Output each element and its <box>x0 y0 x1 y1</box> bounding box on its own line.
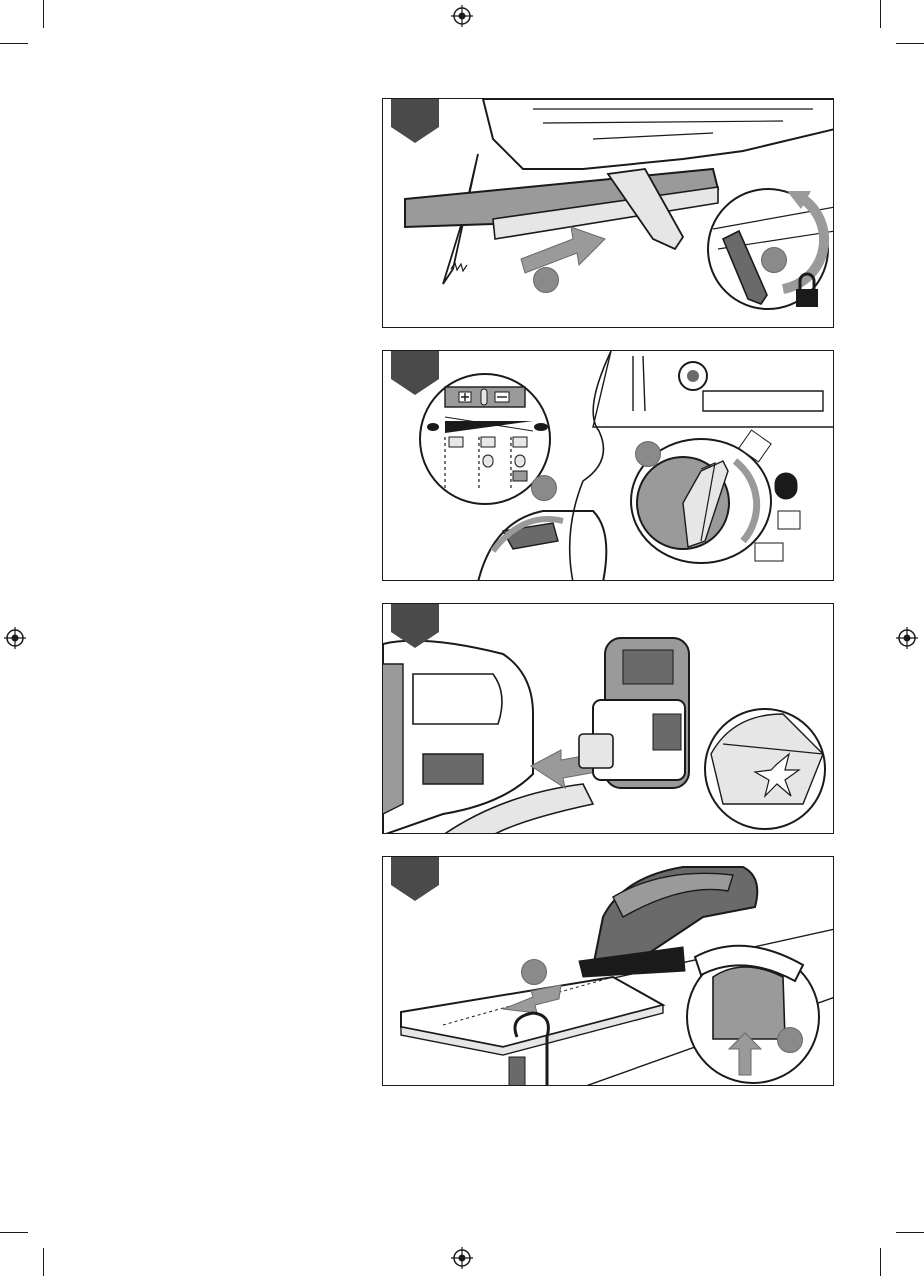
speed-orbital-setting-illustration <box>383 351 834 581</box>
step-marker-dot <box>533 267 559 293</box>
crop-mark <box>880 0 881 28</box>
step-marker-dot <box>777 1027 803 1053</box>
panel-number-tab-icon <box>391 98 439 143</box>
registration-mark-icon <box>896 627 918 649</box>
registration-mark-icon <box>451 5 473 27</box>
crop-mark <box>0 43 28 44</box>
turtle-icon <box>534 423 548 431</box>
crop-mark <box>43 0 44 28</box>
crop-mark <box>896 1232 924 1233</box>
battery-insertion-illustration <box>383 604 834 834</box>
figure-panel-1 <box>382 98 834 328</box>
step-marker-dot <box>521 959 547 985</box>
cutting-workpiece-illustration <box>383 857 834 1086</box>
panel-number-tab-icon <box>391 350 439 395</box>
step-marker-dot <box>761 247 787 273</box>
panel-number-tab-icon <box>391 603 439 648</box>
step-marker-dot <box>531 475 557 501</box>
panel-number-tab-icon <box>391 856 439 901</box>
step-marker-dot <box>635 441 661 467</box>
figure-panel-3 <box>382 603 834 834</box>
crop-mark <box>0 1232 28 1233</box>
jigsaw-dust-guide-illustration <box>383 99 834 328</box>
registration-mark-icon <box>451 1247 473 1269</box>
crop-mark <box>880 1248 881 1276</box>
arrow-icon <box>521 227 605 273</box>
crop-mark <box>896 43 924 44</box>
figure-panel-2 <box>382 350 834 581</box>
registration-mark-icon <box>4 627 26 649</box>
minus-icon <box>495 392 509 402</box>
rabbit-icon <box>427 423 439 431</box>
crop-mark <box>43 1248 44 1276</box>
plus-icon <box>459 392 471 402</box>
figure-panel-4 <box>382 856 834 1086</box>
